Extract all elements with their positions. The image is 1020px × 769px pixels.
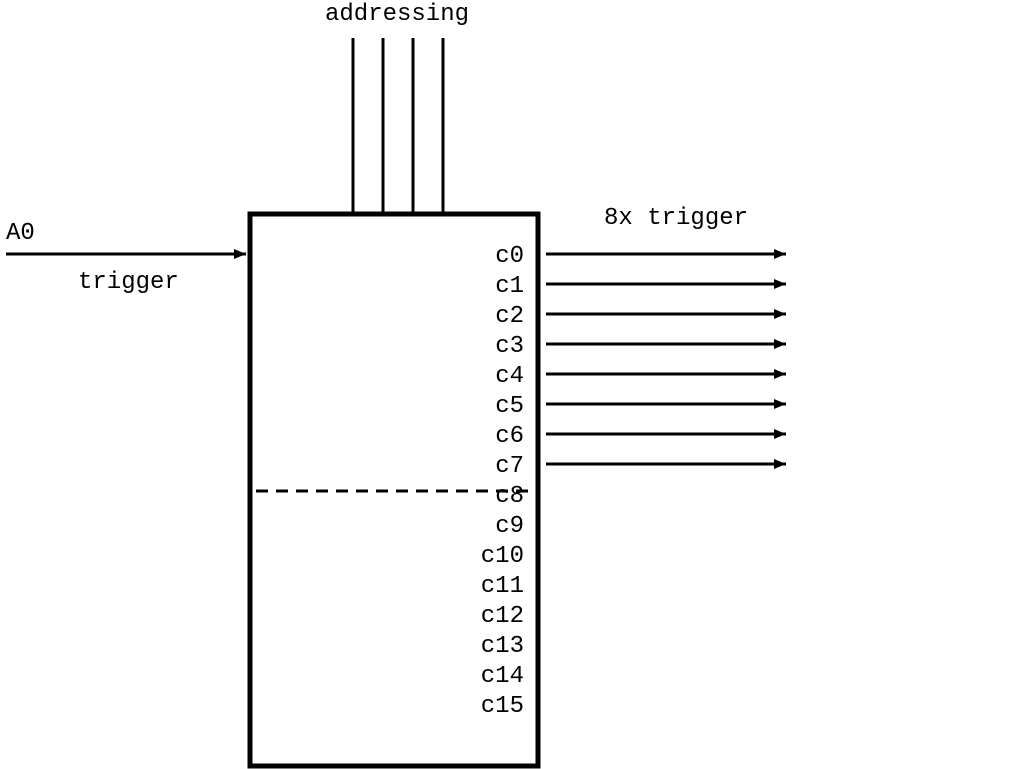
channel-list: c0 c1 c2 c3 c4 c5 c6 c7 c8 c9 c10 c11 c12 c13 c14 c15 (481, 243, 524, 720)
channel-label-c3: c3 (495, 333, 524, 360)
channel-label-c4: c4 (495, 363, 524, 390)
address-lines (351, 38, 445, 214)
channel-label-c9: c9 (495, 513, 524, 540)
outputs-header-label: 8x trigger (604, 205, 748, 232)
channel-label-c5: c5 (495, 393, 524, 420)
channel-label-c2: c2 (495, 303, 524, 330)
input-name-label: A0 (6, 220, 35, 247)
channel-label-c12: c12 (481, 603, 524, 630)
channel-label-c7: c7 (495, 453, 524, 480)
output-arrows (546, 249, 786, 469)
input-trigger-label: trigger (78, 269, 179, 296)
channel-label-c0: c0 (495, 243, 524, 270)
channel-label-c11: c11 (481, 573, 524, 600)
channel-label-c6: c6 (495, 423, 524, 450)
channel-label-c13: c13 (481, 633, 524, 660)
channel-label-c14: c14 (481, 663, 524, 690)
channel-label-c15: c15 (481, 693, 524, 720)
channel-label-c1: c1 (495, 273, 524, 300)
demux-box (247, 211, 541, 769)
channel-label-c8: c8 (495, 483, 524, 510)
channel-label-c10: c10 (481, 543, 524, 570)
addressing-label: addressing (325, 1, 469, 28)
